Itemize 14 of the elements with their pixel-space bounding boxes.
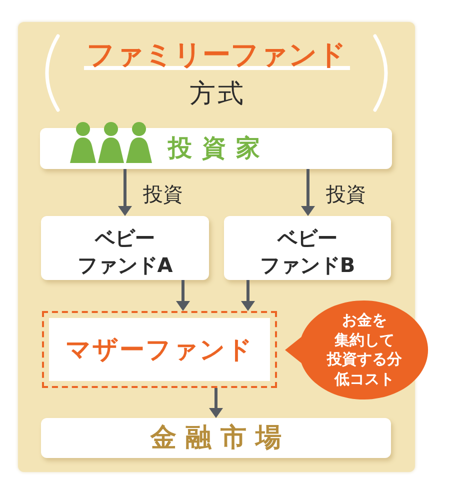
process-box: ベビーファンドB — [224, 216, 391, 280]
subtitle-text: 方式 — [188, 78, 246, 110]
label-text: 投資家 — [168, 133, 270, 164]
arrow — [301, 169, 315, 216]
arrow — [209, 388, 223, 418]
speech-bubble — [284, 300, 430, 400]
process-box: 金融市場 — [41, 418, 391, 458]
process-box: ベビーファンドA — [41, 216, 209, 280]
panel — [18, 22, 415, 472]
arrow — [118, 169, 132, 216]
arrow — [241, 280, 255, 311]
arrow — [176, 280, 190, 311]
callout-text: お金を集約して投資する分低コスト — [326, 311, 403, 389]
dashed-box: マザーファンド — [42, 311, 277, 388]
